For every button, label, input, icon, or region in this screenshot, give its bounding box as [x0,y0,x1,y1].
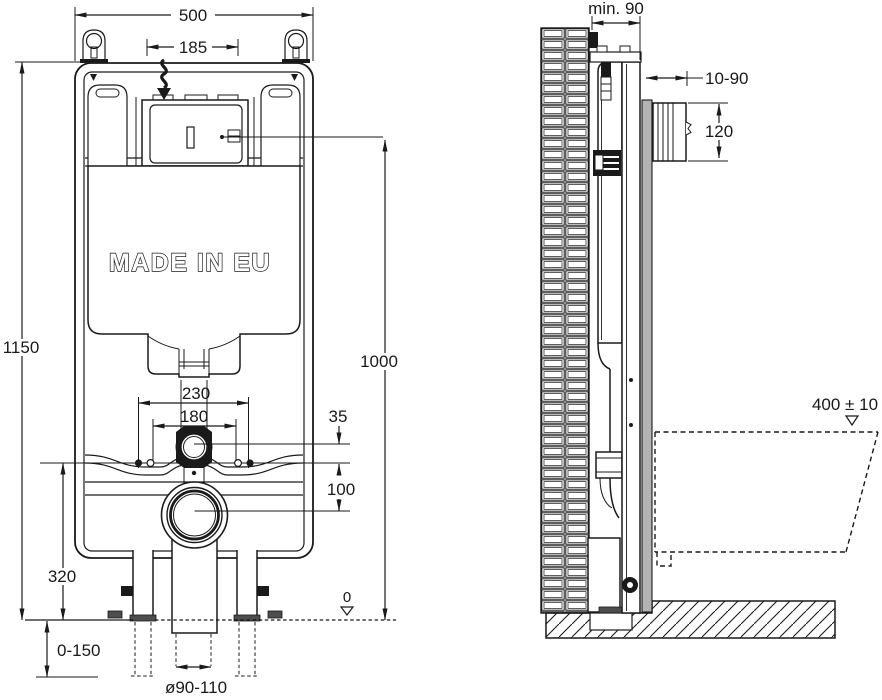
screw-left-icon [90,74,97,81]
frame-member-side [621,61,641,614]
flush-plate-housing [652,102,692,162]
dim-flush-pipe-offset: 35 [329,407,348,426]
hanger-bracket-right [282,29,310,63]
dim-min-depth: min. 90 [588,0,644,18]
frame-leg-right [233,550,283,622]
side-foot [587,537,621,613]
dim-outlet-offset: 100 [327,480,355,499]
bowl-height-label: 400 ± 10 [812,395,878,414]
fixing-bolt [234,459,243,468]
dim-hanger-spacing: 185 [179,38,207,57]
flush-pipe-connection [175,426,213,468]
cistern-shoulder-right [260,84,301,166]
front-view: MADE IN EU [25,29,396,677]
hanger-rod [601,62,611,77]
drain-outlet [160,481,229,549]
made-in-eu-label: MADE IN EU [109,249,271,277]
flush-unit [141,94,249,167]
dim-plate-range: 10-90 [705,69,748,88]
tiled-wall [540,27,590,614]
floor-datum-label: 0 [343,589,351,606]
dim-overall-width: 500 [179,6,207,25]
dim-foot-adjustment: 0-150 [57,641,100,660]
dim-outlet-diameter: ø90-110 [165,678,227,697]
cistern-body [87,165,301,378]
water-inlet-icon [157,58,171,100]
dim-actuator-height: 1000 [360,352,398,371]
actuator-slot [186,126,195,149]
wc-bowl-outline [654,431,879,567]
fixing-bolt [246,459,254,467]
dim-fixing-outer: 230 [182,384,210,403]
floor-datum-icon [339,606,355,616]
dim-fixing-inner: 180 [180,407,208,426]
wall-bracket [588,32,642,63]
flush-bend [595,342,623,519]
dim-outlet-height: 320 [48,567,76,586]
fixing-bolt [146,459,155,468]
hanger-bracket-left [80,29,108,63]
frame-leg-left [107,550,157,622]
dim-overall-height: 1150 [3,338,40,357]
inlet-valve [593,150,621,176]
foot-pocket [589,612,633,631]
wall-finish-layer [641,99,653,613]
cistern-shoulder-left [87,84,128,166]
bowl-datum-icon [844,415,860,427]
screw-right-icon [291,74,298,81]
dimensions: 500 185 1150 1000 230 180 35 100 320 0-1… [1,0,748,697]
adjustable-feet [131,622,259,677]
dim-plate-height: 120 [705,122,733,141]
side-view: 400 ± 10 [540,27,879,639]
